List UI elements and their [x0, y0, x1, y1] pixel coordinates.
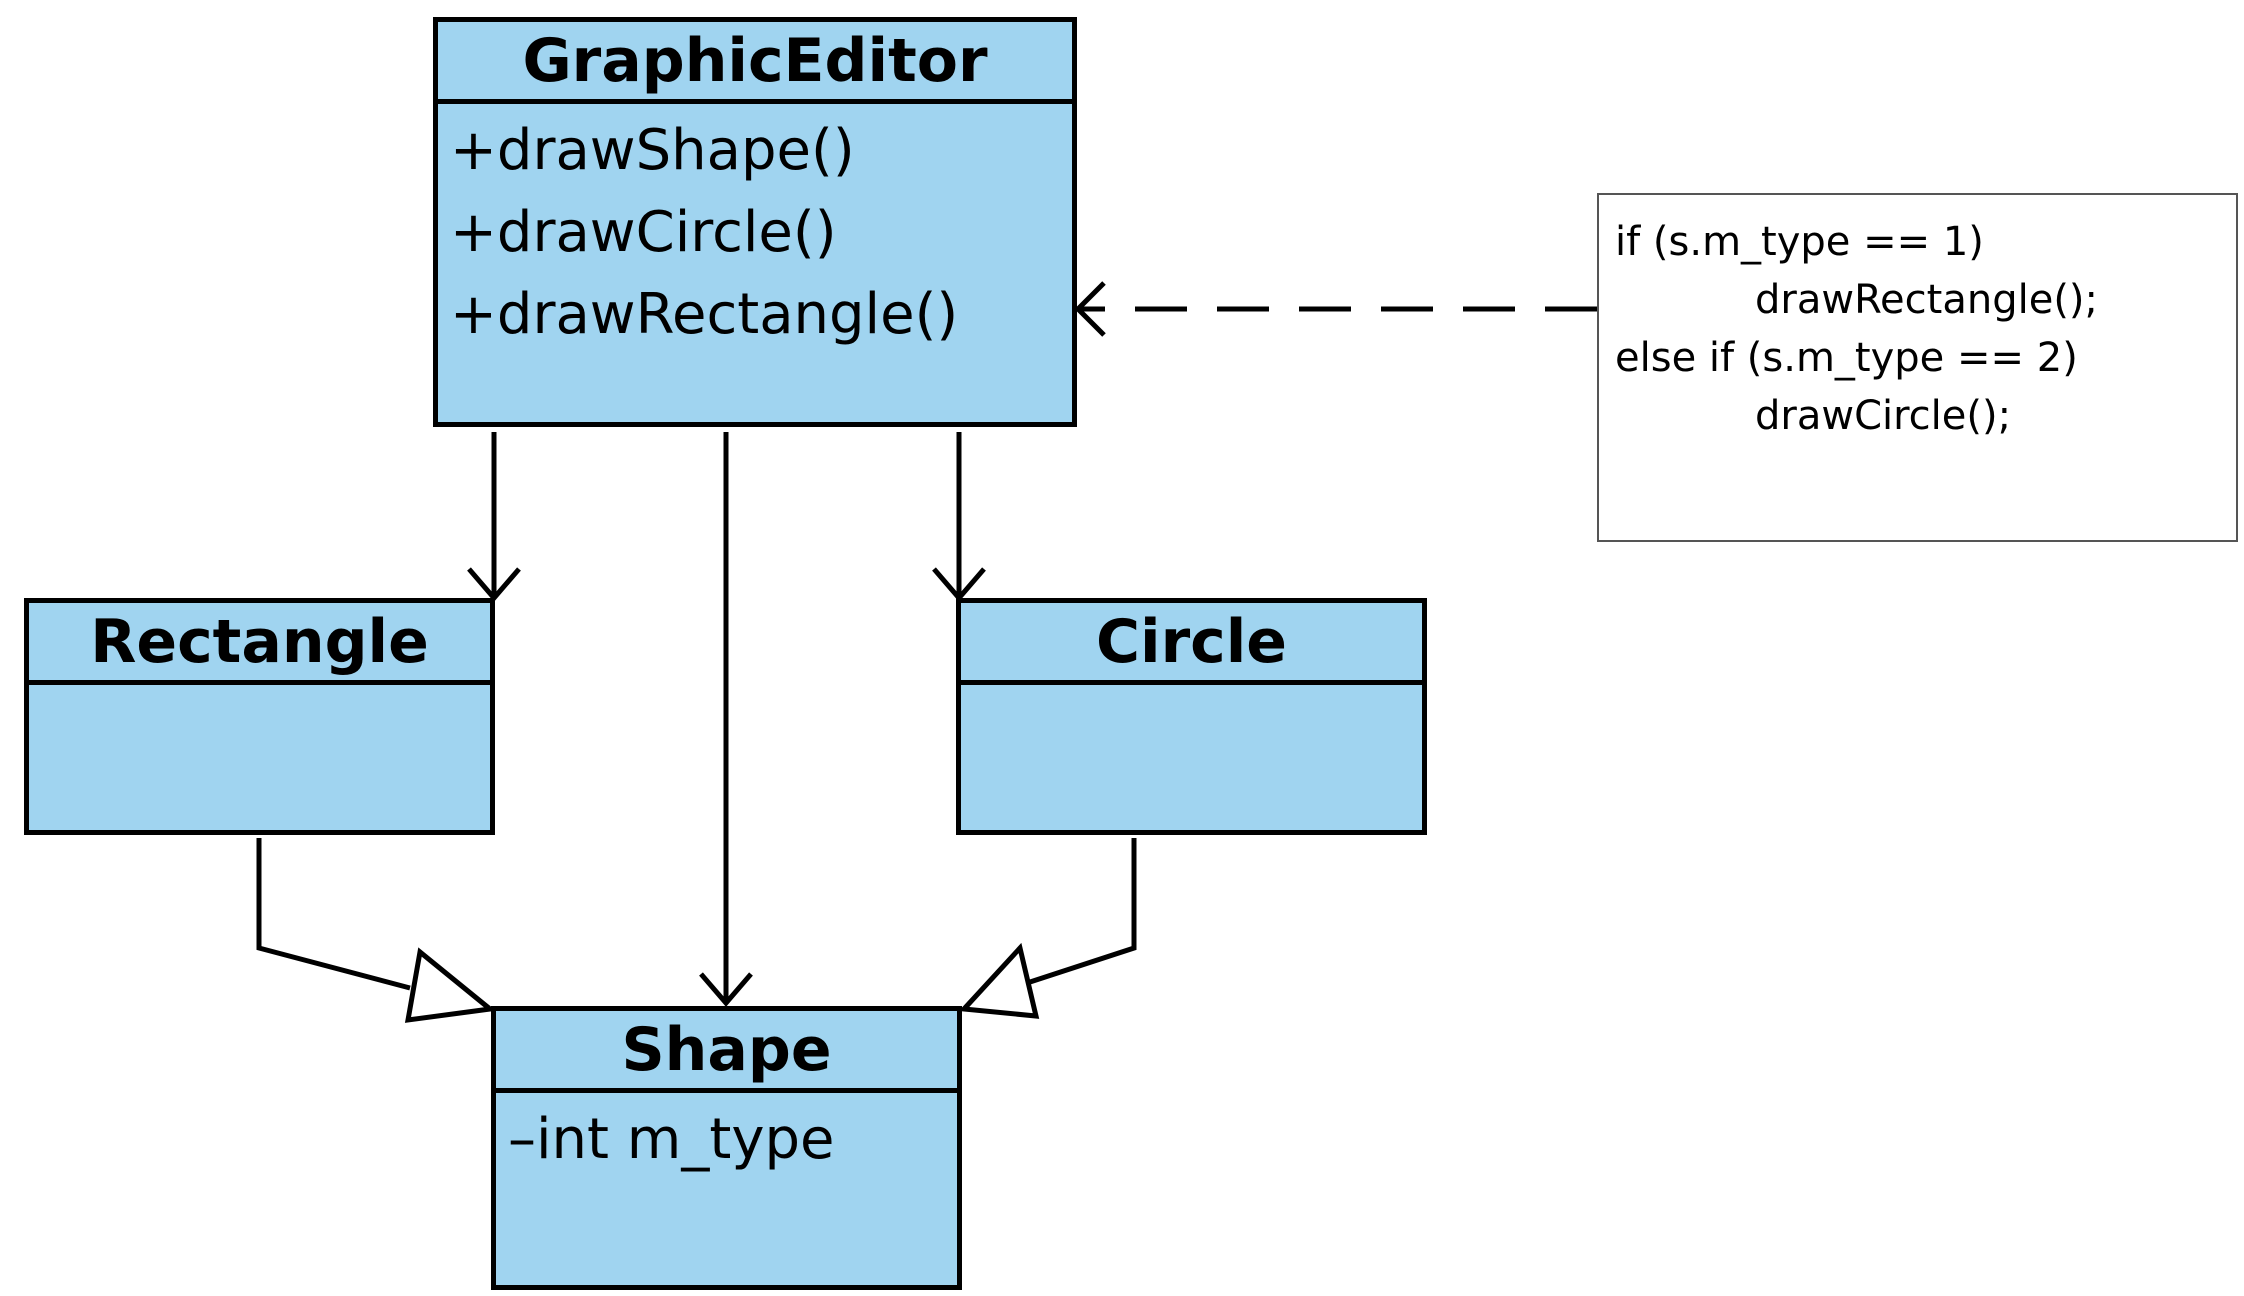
note-line-if: if (s.m_type == 1) [1615, 219, 1984, 265]
method-draw-circle: +drawCircle() [450, 200, 837, 265]
generalization-circle-to-shape [958, 838, 1137, 1019]
association-editor-to-rectangle [467, 432, 521, 602]
class-name-graphic-editor: GraphicEditor [438, 22, 1072, 104]
class-name-circle: Circle [961, 603, 1422, 685]
method-draw-shape: +drawShape() [450, 118, 855, 183]
class-members-rectangle [29, 685, 490, 830]
dependency-note-to-editor [1074, 281, 1597, 337]
class-name-rectangle: Rectangle [29, 603, 490, 685]
association-editor-to-circle [932, 432, 986, 602]
class-members-graphic-editor: +drawShape() +drawCircle() +drawRectangl… [438, 104, 1072, 422]
note-line-else-if: else if (s.m_type == 2) [1615, 335, 2078, 381]
generalization-rectangle-to-shape [256, 838, 497, 1023]
note-line-draw-rectangle: drawRectangle(); [1755, 277, 2099, 323]
attribute-m-type: –int m_type [508, 1107, 835, 1172]
class-circle[interactable]: Circle [956, 598, 1427, 835]
class-name-shape: Shape [496, 1011, 957, 1093]
method-draw-rectangle: +drawRectangle() [450, 282, 959, 347]
class-members-shape: –int m_type [496, 1093, 957, 1285]
association-editor-to-shape [699, 432, 753, 1007]
note-line-draw-circle: drawCircle(); [1755, 393, 2012, 439]
class-graphic-editor[interactable]: GraphicEditor +drawShape() +drawCircle()… [433, 17, 1077, 427]
class-members-circle [961, 685, 1422, 830]
class-shape[interactable]: Shape –int m_type [491, 1006, 962, 1290]
class-rectangle[interactable]: Rectangle [24, 598, 495, 835]
code-note[interactable]: if (s.m_type == 1) drawRectangle(); else i… [1597, 193, 2238, 542]
